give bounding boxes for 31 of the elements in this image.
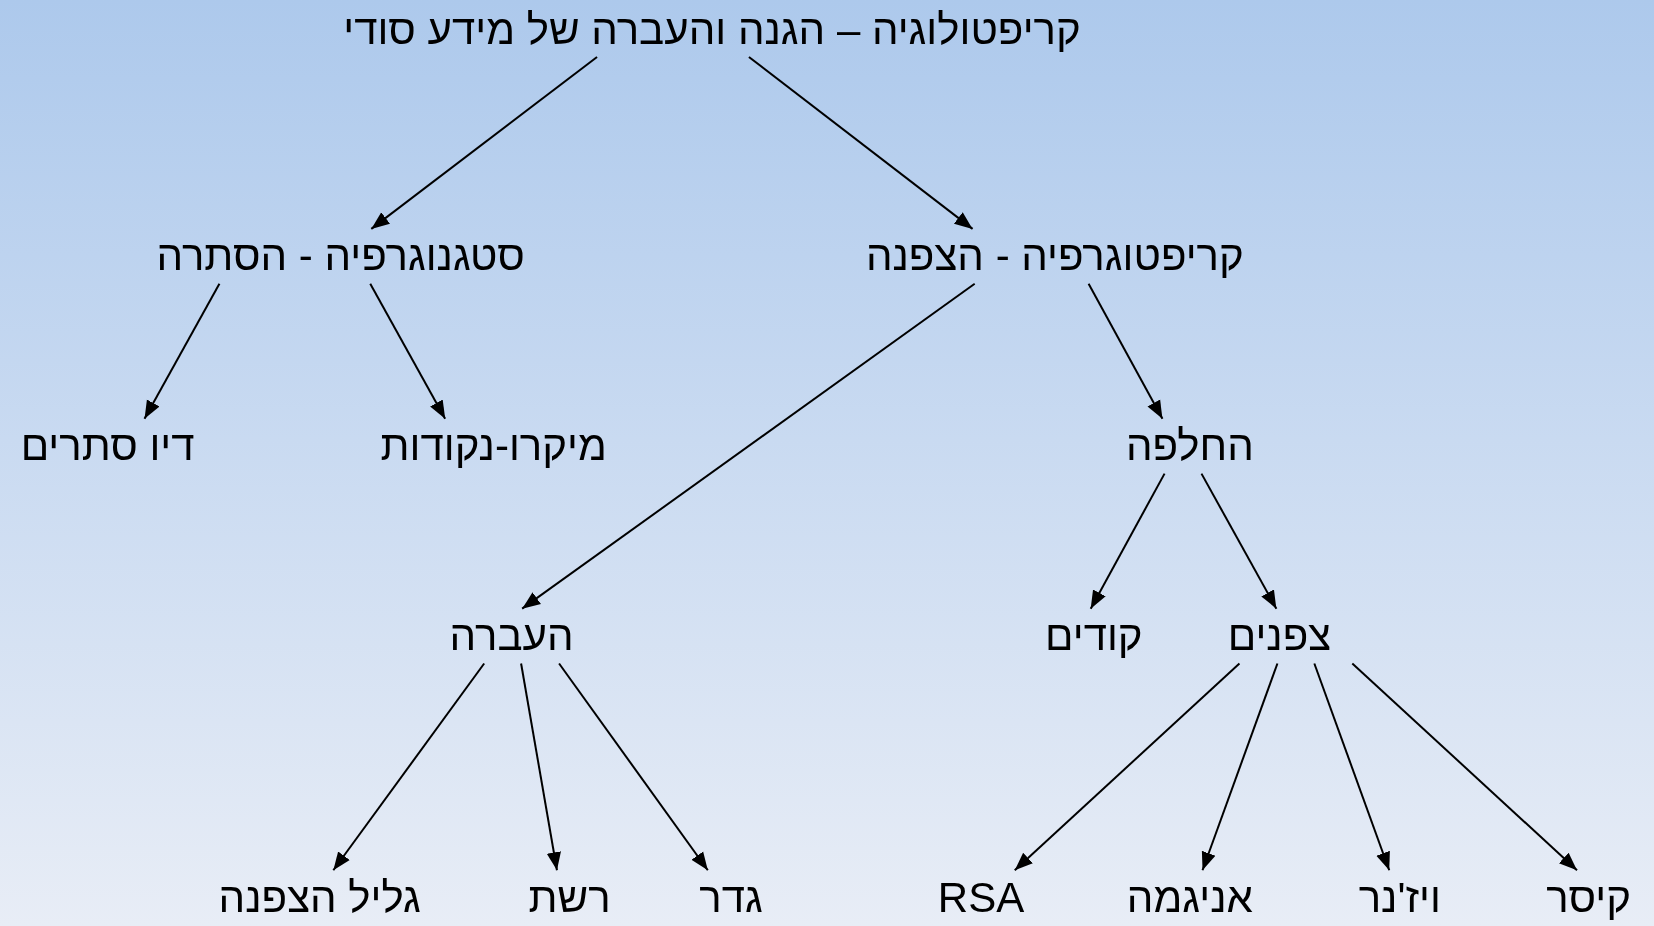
arrow	[1201, 662, 1279, 872]
arrow	[1200, 472, 1278, 610]
node-label: ויז'נר	[1358, 870, 1441, 926]
node-label: מיקרו-נקודות	[380, 418, 607, 474]
arrow	[332, 662, 486, 872]
arrow	[370, 55, 599, 230]
node-label: קודים	[1045, 608, 1143, 664]
node-label: גדר	[699, 870, 763, 926]
arrow	[1013, 662, 1241, 872]
node-label: דיו סתרים	[20, 418, 195, 474]
arrow	[1351, 662, 1578, 872]
arrow	[1087, 282, 1164, 420]
node-label: אניגמה	[1126, 870, 1253, 926]
arrow	[143, 282, 221, 420]
arrow	[558, 662, 709, 872]
node-label: החלפה	[1125, 418, 1254, 474]
node-label: קיסר	[1546, 870, 1631, 926]
arrow	[521, 282, 976, 610]
node-label: רשת	[528, 870, 611, 926]
node-label: סטגנוגרפיה - הסתרה	[156, 228, 525, 284]
arrow	[520, 662, 561, 872]
node-label: קריפטולוגיה – הגנה והעברה של מידע סודי	[343, 2, 1081, 57]
node-label: RSA	[937, 870, 1025, 926]
arrow	[369, 282, 447, 420]
node-label: צפנים	[1227, 608, 1332, 664]
node-label: העברה	[449, 608, 574, 664]
node-label: קריפטוגרפיה - הצפנה	[865, 228, 1244, 284]
arrow	[1313, 662, 1391, 872]
arrow	[747, 55, 974, 230]
arrow	[1089, 472, 1166, 610]
node-label: גליל הצפנה	[218, 870, 421, 926]
